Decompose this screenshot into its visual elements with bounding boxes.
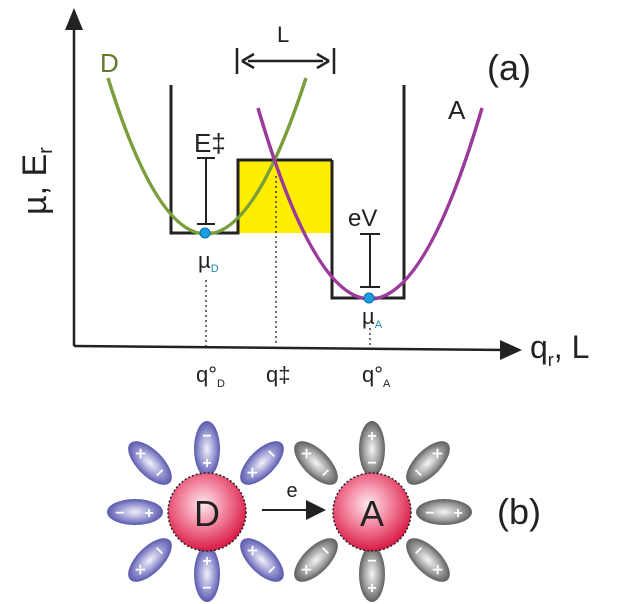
dipole: +−	[194, 546, 220, 602]
svg-text:−: −	[367, 455, 376, 472]
gap-label: L	[277, 22, 289, 47]
svg-text:+: +	[144, 505, 153, 522]
svg-text:−: −	[425, 505, 434, 522]
bias-label: eV	[348, 205, 377, 232]
donor-dipoles: −+ −× ×− −+ −×	[107, 421, 284, 602]
x-axis-arrow	[500, 340, 522, 360]
dipole	[107, 499, 163, 525]
q-d-label: q°D	[196, 362, 225, 390]
x-axis	[73, 344, 509, 352]
svg-text:+: +	[202, 455, 211, 472]
svg-text:−: −	[115, 505, 124, 522]
q-a-label: q°A	[362, 362, 391, 390]
panel-a: µ, Er qr, L (a) D A L E‡ eV µD µA q°D q‡…	[16, 8, 589, 390]
barrier-label: E‡	[194, 128, 226, 158]
dipole: −×	[128, 538, 172, 582]
y-axis-arrow	[65, 8, 83, 30]
barrier-region	[238, 160, 332, 233]
acceptor-minimum-point	[363, 292, 375, 304]
acceptor-ion	[332, 472, 412, 552]
curve-d-label: D	[100, 48, 119, 78]
panel-b: −+ −× ×− −+ −×	[107, 421, 541, 602]
dipole: −+	[194, 421, 220, 477]
svg-text:−: −	[367, 553, 376, 570]
dipole: −×	[240, 441, 284, 485]
dipole: −×	[406, 538, 450, 582]
panel-b-tag: (b)	[497, 491, 541, 532]
x-axis-label: qr, L	[530, 329, 589, 370]
donor-minimum-point	[199, 227, 211, 239]
dipole: ×−	[240, 538, 284, 582]
q-ts-label: q‡	[266, 362, 290, 387]
dipole: +−	[359, 421, 385, 477]
dipole: −+	[359, 546, 385, 602]
y-axis-label: µ, Er	[16, 147, 57, 215]
svg-text:+: +	[453, 505, 462, 522]
svg-text:+: +	[202, 553, 211, 570]
panel-a-tag: (a)	[487, 47, 531, 88]
dipole: ×−	[406, 441, 450, 485]
acceptor-ion-label: A	[360, 493, 384, 534]
svg-text:+: +	[367, 428, 376, 445]
donor-ion-label: D	[194, 493, 220, 534]
electron-label: e	[286, 480, 297, 502]
svg-text:+: +	[367, 580, 376, 597]
curve-a-label: A	[448, 95, 466, 125]
svg-text:−: −	[202, 428, 211, 445]
bias-marker	[360, 233, 380, 288]
dipole	[416, 499, 472, 525]
svg-text:−: −	[202, 580, 211, 597]
dipole: ×−	[128, 441, 172, 485]
dipole: ×−	[294, 441, 338, 485]
acceptor-dipoles: +− ×− ×− −+ −×	[294, 421, 472, 602]
acceptor-well	[330, 85, 406, 300]
mu-d-label: µD	[198, 248, 219, 275]
mu-a-label: µA	[362, 304, 383, 331]
gap-width-marker	[235, 48, 336, 74]
donor-well	[169, 85, 332, 235]
donor-ion	[167, 472, 247, 552]
barrier-height-marker	[197, 157, 215, 225]
dipole: −×	[294, 538, 338, 582]
